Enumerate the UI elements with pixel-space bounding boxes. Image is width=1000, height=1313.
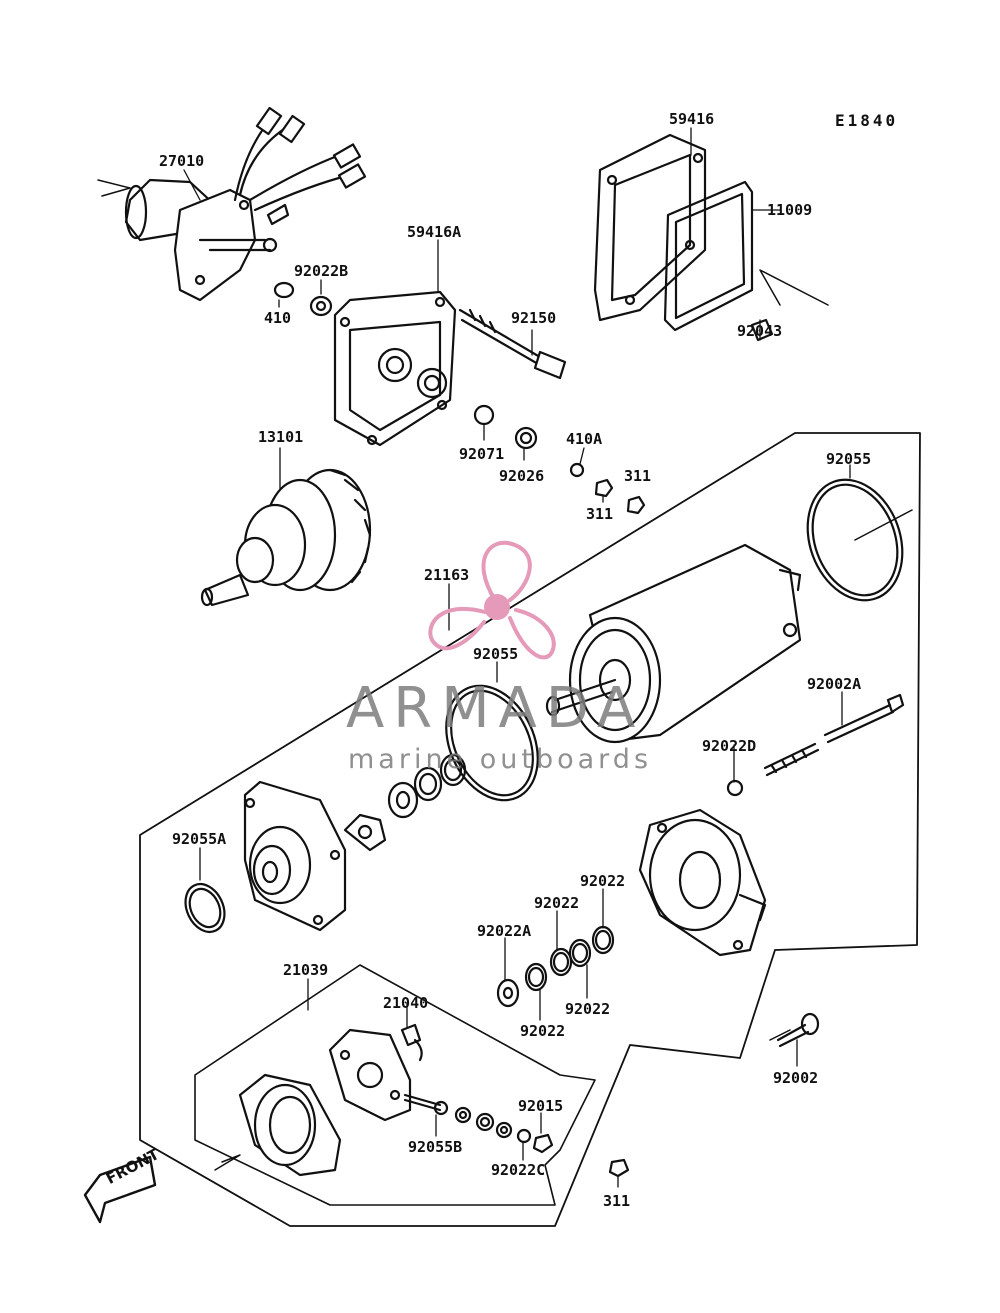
callout-92002: 92002	[773, 1069, 819, 1087]
callout-21039: 21039	[283, 961, 329, 979]
cover-59416	[593, 133, 707, 322]
callout-92022a: 92022A	[477, 922, 532, 940]
watermark-logo-icon	[428, 540, 556, 660]
callout-92022-d: 92022	[520, 1022, 566, 1040]
washer-92022b	[309, 295, 333, 317]
callout-311-c: 311	[603, 1192, 631, 1210]
rear-housing	[638, 808, 767, 957]
cap-92043	[750, 318, 774, 342]
callout-92026: 92026	[499, 467, 545, 485]
o-ring-92055-right	[806, 478, 904, 602]
washer-410	[273, 281, 295, 299]
callout-410: 410	[264, 309, 292, 327]
washer-410a	[569, 462, 585, 478]
nut-311-c	[608, 1158, 630, 1178]
callout-21040: 21040	[383, 994, 429, 1012]
callout-92022-c: 92022	[565, 1000, 611, 1018]
relay-cover-59416a	[333, 290, 457, 447]
callout-11009: 11009	[767, 201, 813, 219]
front-housing	[243, 780, 347, 932]
callout-92071: 92071	[459, 445, 505, 463]
callout-92022d: 92022D	[702, 737, 757, 755]
nut-92022d	[726, 779, 744, 797]
o-ring-92055a	[184, 882, 226, 934]
front-arrow	[83, 1155, 157, 1224]
callout-410a: 410A	[566, 430, 603, 448]
diagram-code: E1840	[835, 111, 899, 130]
starter-relay	[124, 106, 367, 302]
callout-311-b: 311	[624, 467, 652, 485]
brush-box-outline	[194, 964, 596, 1206]
callout-92022b: 92022B	[294, 262, 349, 280]
brush-holder-21039	[238, 1028, 442, 1177]
callout-59416a: 59416A	[407, 223, 462, 241]
washer-b	[475, 1112, 495, 1132]
callout-59416: 59416	[669, 110, 715, 128]
gasket-11009	[663, 180, 754, 332]
watermark-subtitle: marine outboards	[348, 744, 653, 775]
washer-a	[454, 1106, 472, 1124]
callout-92055a: 92055A	[172, 830, 227, 848]
bolt-92002a	[823, 703, 895, 744]
seal-92026	[514, 426, 538, 450]
callout-21163: 21163	[424, 566, 470, 584]
nut-311-a	[594, 478, 614, 498]
callout-92055b: 92055B	[408, 1138, 463, 1156]
washer-c	[495, 1121, 513, 1139]
callout-92015: 92015	[518, 1097, 564, 1115]
assembly-outline	[139, 432, 921, 1227]
motor-body-21163	[545, 543, 802, 744]
nut-92015	[532, 1133, 554, 1154]
bolt-92002	[776, 1023, 810, 1048]
washer-92055b	[433, 1100, 449, 1116]
bolt-92150	[458, 308, 567, 380]
nut-92071	[473, 404, 495, 426]
callout-92043: 92043	[737, 322, 783, 340]
callout-92150: 92150	[511, 309, 557, 327]
callout-27010: 27010	[159, 152, 205, 170]
callout-92002a: 92002A	[807, 675, 862, 693]
watermark-title: ARMADA	[346, 676, 645, 741]
callout-92055-middle: 92055	[473, 645, 519, 663]
callout-92022c: 92022C	[491, 1161, 546, 1179]
nut-311-b	[626, 495, 646, 515]
leader-lines	[183, 127, 851, 1188]
brush-21040	[400, 1023, 423, 1062]
starter-clutch-13101	[200, 468, 372, 607]
callout-92055-right: 92055	[826, 450, 872, 468]
callout-92022-a: 92022	[580, 872, 626, 890]
callout-311-a: 311	[586, 505, 614, 523]
washer-92022c	[516, 1128, 532, 1144]
callout-92022-b: 92022	[534, 894, 580, 912]
washer-stack	[343, 753, 467, 852]
callout-13101: 13101	[258, 428, 304, 446]
stud	[763, 742, 820, 777]
